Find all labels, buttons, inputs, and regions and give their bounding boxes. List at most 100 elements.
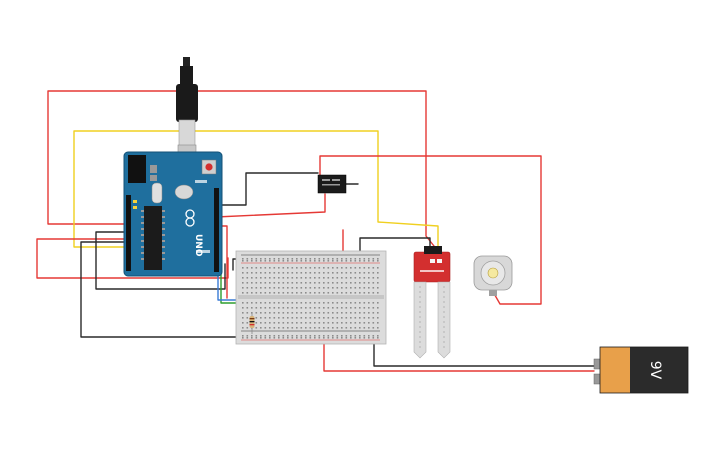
breadboard-hole	[359, 292, 361, 294]
breadboard-hole	[323, 267, 325, 269]
breadboard-hole	[318, 307, 321, 309]
breadboard-hole	[372, 337, 375, 339]
breadboard-hole	[242, 337, 244, 339]
breadboard-hole	[260, 287, 262, 289]
breadboard-hole	[260, 292, 262, 294]
wire-black-left-1[interactable]	[95, 231, 226, 290]
breadboard-hole	[300, 282, 303, 284]
breadboard-hole	[269, 272, 271, 274]
breadboard-hole	[363, 287, 366, 289]
breadboard-hole	[291, 327, 294, 329]
breadboard-hole	[300, 292, 303, 294]
arduino-uno-board[interactable]: UNO	[123, 151, 223, 277]
breadboard-hole	[354, 267, 357, 269]
wire-black-sensor[interactable]	[359, 237, 431, 259]
breadboard-hole	[368, 302, 370, 304]
breadboard-hole	[305, 317, 307, 319]
breadboard-hole	[273, 322, 276, 324]
breadboard-hole	[368, 327, 370, 329]
breadboard-hole	[318, 302, 321, 304]
breadboard-hole	[251, 337, 253, 339]
breadboard-hole	[363, 258, 366, 260]
breadboard-hole	[282, 287, 285, 289]
breadboard-hole	[282, 292, 285, 294]
breadboard-hole	[363, 292, 366, 294]
wire-black-relay[interactable]	[215, 172, 319, 206]
breadboard-hole	[264, 335, 267, 337]
breadboard-hole	[269, 258, 271, 260]
breadboard-hole	[363, 277, 366, 279]
breadboard-hole	[305, 260, 307, 262]
battery-9v[interactable]: 9V	[593, 346, 689, 394]
dc-motor-icon[interactable]	[473, 255, 513, 296]
breadboard-hole	[327, 292, 330, 294]
breadboard-hole	[323, 287, 325, 289]
breadboard-hole	[363, 282, 366, 284]
breadboard-hole	[350, 307, 352, 309]
breadboard-hole	[309, 267, 312, 269]
breadboard-hole	[273, 335, 276, 337]
breadboard-hole	[282, 327, 285, 329]
breadboard-hole	[336, 292, 339, 294]
breadboard-hole	[359, 282, 361, 284]
breadboard-hole	[260, 267, 262, 269]
breadboard-hole	[255, 335, 258, 337]
breadboard-hole	[300, 327, 303, 329]
breadboard-hole	[305, 282, 307, 284]
breadboard-hole	[246, 337, 249, 339]
breadboard-hole	[336, 258, 339, 260]
breadboard-hole	[350, 277, 352, 279]
breadboard-hole	[363, 322, 366, 324]
breadboard-hole	[368, 272, 370, 274]
breadboard-hole	[246, 282, 249, 284]
breadboard-hole	[345, 287, 348, 289]
breadboard-hole	[327, 272, 330, 274]
breadboard-hole	[377, 307, 379, 309]
breadboard-hole	[341, 322, 343, 324]
breadboard[interactable]	[235, 250, 387, 345]
breadboard-hole	[336, 287, 339, 289]
relay-icon[interactable]	[317, 174, 347, 194]
breadboard-hole	[251, 302, 253, 304]
breadboard-hole	[246, 312, 249, 314]
resistor-icon[interactable]	[249, 312, 255, 334]
breadboard-hole	[341, 317, 343, 319]
breadboard-hole	[251, 258, 253, 260]
breadboard-hole	[305, 337, 307, 339]
breadboard-hole	[278, 260, 280, 262]
breadboard-hole	[372, 267, 375, 269]
soil-moisture-sensor-icon[interactable]	[413, 246, 451, 359]
breadboard-hole	[287, 267, 289, 269]
breadboard-hole	[372, 335, 375, 337]
breadboard-hole	[309, 272, 312, 274]
breadboard-hole	[296, 307, 298, 309]
breadboard-hole	[278, 287, 280, 289]
breadboard-hole	[291, 277, 294, 279]
breadboard-hole	[345, 272, 348, 274]
wire-red-relay-motor[interactable]	[319, 155, 542, 305]
breadboard-hole	[359, 307, 361, 309]
breadboard-hole	[354, 282, 357, 284]
breadboard-hole	[242, 258, 244, 260]
breadboard-hole	[345, 302, 348, 304]
breadboard-hole	[300, 302, 303, 304]
wire-red-top-loop[interactable]	[47, 90, 435, 247]
breadboard-hole	[314, 337, 316, 339]
wire-yellow-loop[interactable]	[73, 130, 439, 249]
breadboard-hole	[323, 317, 325, 319]
breadboard-hole	[242, 287, 244, 289]
breadboard-hole	[345, 258, 348, 260]
breadboard-hole	[341, 337, 343, 339]
breadboard-hole	[368, 307, 370, 309]
breadboard-hole	[350, 337, 352, 339]
wire-black-left-2[interactable]	[80, 241, 247, 338]
wire-red-left-loop[interactable]	[36, 238, 229, 279]
breadboard-hole	[260, 277, 262, 279]
breadboard-hole	[269, 292, 271, 294]
wire-red-relay-in[interactable]	[215, 193, 326, 218]
breadboard-hole	[318, 312, 321, 314]
breadboard-hole	[246, 335, 249, 337]
breadboard-hole	[291, 307, 294, 309]
breadboard-hole	[260, 335, 262, 337]
breadboard-hole	[377, 277, 379, 279]
